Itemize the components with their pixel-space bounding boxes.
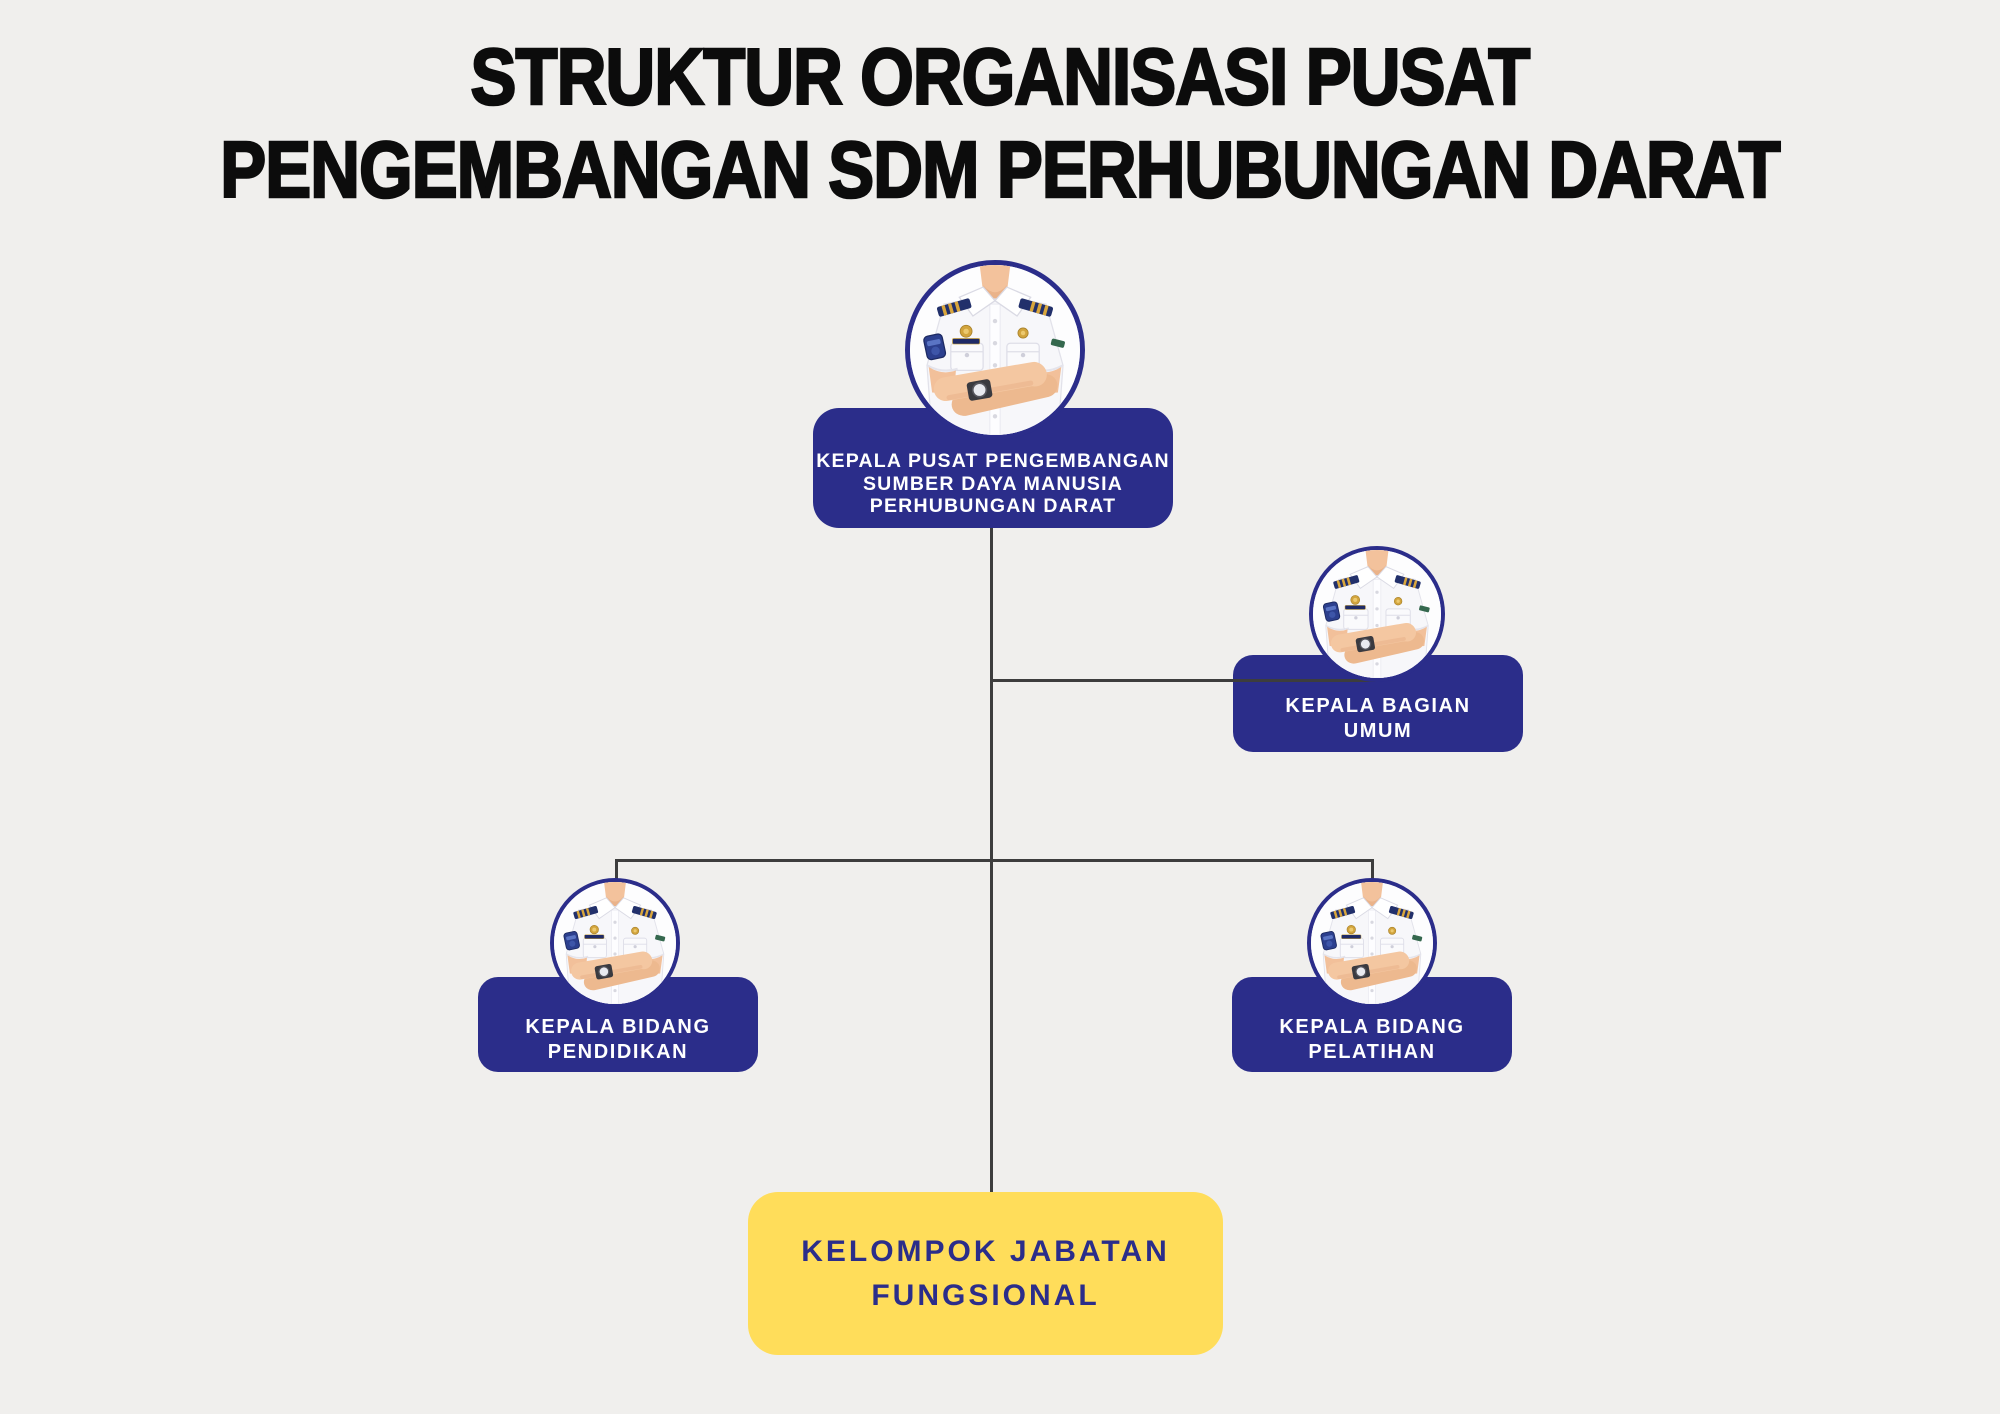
officer-avatar (1307, 878, 1437, 1008)
node-label-line: PELATIHAN (1308, 1041, 1436, 1063)
officer-avatar (1309, 546, 1445, 682)
node-label-line: KEPALA BIDANG (525, 1016, 711, 1038)
page-title: STRUKTUR ORGANISASI PUSAT PENGEMBANGAN S… (140, 30, 1860, 216)
node-label-line: KEPALA BAGIAN (1285, 695, 1471, 717)
node-label-line: KEPALA BIDANG (1279, 1016, 1465, 1038)
node-label-line: SUMBER DAYA MANUSIA (862, 472, 1124, 495)
connector-stub-pelatihan (1371, 859, 1374, 883)
page-title-line2: PENGEMBANGAN SDM PERHUBUNGAN DARAT (219, 124, 1782, 216)
node-label-line: FUNGSIONAL (871, 1278, 1100, 1312)
connector-branch-umum (991, 679, 1376, 682)
officer-avatar (905, 260, 1085, 440)
node-label-line: KELOMPOK JABATAN (801, 1234, 1170, 1268)
connector-branch-children (615, 859, 1373, 862)
node-label-line: KEPALA PUSAT PENGEMBANGAN (816, 450, 1170, 472)
page-title-line1: STRUKTUR ORGANISASI PUSAT (469, 31, 1531, 123)
node-label-line: PENDIDIKAN (547, 1041, 689, 1063)
node-kelompok-jabatan-fungsional: KELOMPOK JABATAN FUNGSIONAL (748, 1192, 1223, 1355)
node-label-line: PERHUBUNGAN DARAT (869, 495, 1117, 517)
connector-stub-pendidikan (615, 859, 618, 883)
node-label-line: UMUM (1343, 720, 1413, 742)
officer-avatar (550, 878, 680, 1008)
